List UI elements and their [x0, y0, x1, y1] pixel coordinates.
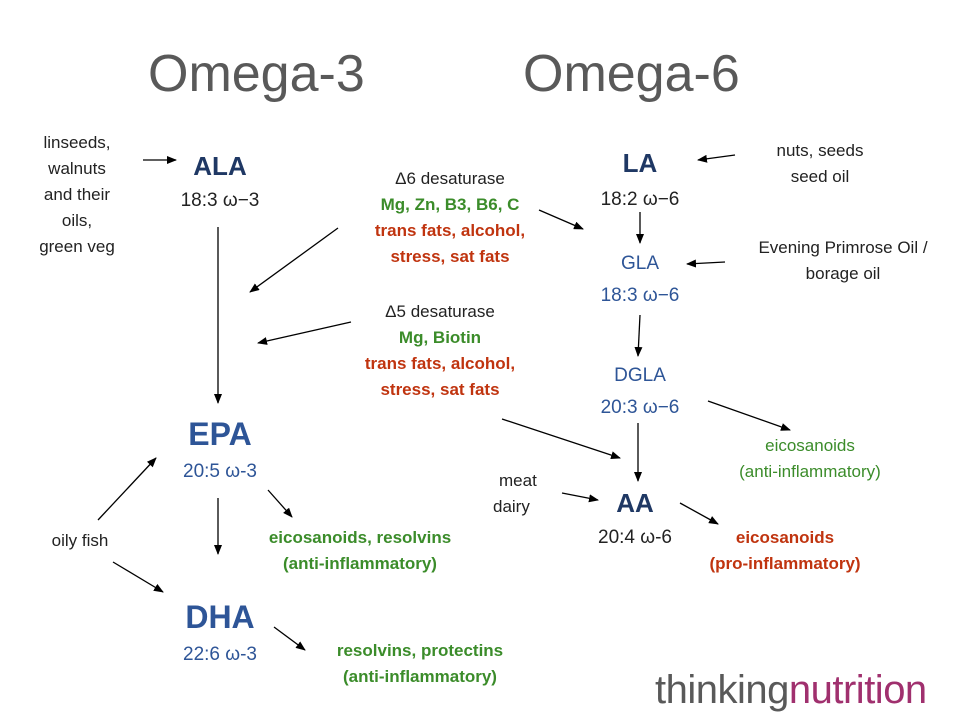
epa-name: EPA: [188, 416, 252, 452]
aa-products-line: (pro-inflammatory): [709, 554, 861, 573]
la-formula: 18:2 ω−6: [600, 189, 680, 210]
dha-products: resolvins, protectins (anti-inflammatory…: [305, 638, 535, 690]
d5-desaturase-name: Δ5 desaturase: [385, 302, 495, 321]
ala-source-line: walnuts: [48, 159, 106, 178]
d5-inhibitors-line: stress, sat fats: [380, 380, 500, 399]
d5-desaturase-block: Δ5 desaturase Mg, Biotin trans fats, alc…: [330, 299, 550, 403]
gla-source-line: borage oil: [805, 264, 881, 283]
dgla-products: eicosanoids (anti-inflammatory): [705, 433, 915, 485]
dha-products-line: (anti-inflammatory): [343, 667, 497, 686]
d6-inhibitors-line: stress, sat fats: [390, 247, 510, 266]
arrow-epa-to-products: [267, 489, 293, 518]
aa-sources: meat dairy: [493, 468, 553, 520]
gla-source-line: Evening Primrose Oil /: [758, 238, 928, 257]
ala-source-line: oils,: [61, 211, 93, 230]
epa-products-line: eicosanoids, resolvins: [268, 528, 452, 547]
arrow-dha-to-products: [273, 626, 306, 651]
aa-name: AA: [616, 488, 654, 518]
aa-source-line: dairy: [493, 497, 530, 516]
arrow-gla-to-dgla: [634, 314, 643, 357]
arrow-aa-to-products: [679, 502, 719, 525]
arrow-d6-to-gla: [538, 209, 584, 230]
arrow-oilyfish-to-epa: [97, 457, 157, 521]
arrow-d6-to-omega3: [249, 227, 339, 293]
dgla-formula: 20:3 ω−6: [600, 397, 680, 418]
dgla-products-line: eicosanoids: [765, 436, 855, 455]
d6-desaturase-block: Δ6 desaturase Mg, Zn, B3, B6, C trans fa…: [340, 166, 560, 270]
omega3-title: Omega-3: [148, 45, 365, 103]
arrow-d5-to-aa: [501, 418, 621, 459]
arrow-d5-to-omega3: [257, 321, 352, 345]
aa-formula: 20:4 ω-6: [598, 527, 672, 548]
ala-source-line: and their: [43, 185, 111, 204]
aa-source-line: meat: [499, 471, 537, 490]
la-name: LA: [622, 148, 658, 178]
d6-cofactors: Mg, Zn, B3, B6, C: [380, 195, 520, 214]
aa-products-line: eicosanoids: [735, 528, 835, 547]
dha-formula: 22:6 ω-3: [183, 644, 257, 665]
d6-inhibitors-line: trans fats, alcohol,: [374, 221, 526, 240]
dgla-name: DGLA: [614, 365, 666, 386]
arrow-gla-sources-to-gla: [686, 259, 726, 268]
aa-products: eicosanoids (pro-inflammatory): [680, 525, 890, 577]
dgla-products-line: (anti-inflammatory): [739, 462, 881, 481]
la-source-line: seed oil: [790, 167, 850, 186]
gla-formula: 18:3 ω−6: [600, 285, 680, 306]
omega6-title: Omega-6: [523, 45, 740, 103]
d5-inhibitors-line: trans fats, alcohol,: [364, 354, 516, 373]
la-source-line: nuts, seeds: [776, 141, 864, 160]
arrow-dgla-to-products: [707, 400, 791, 431]
logo-part-nutrition: nutrition: [788, 668, 927, 712]
ala-sources: linseeds, walnuts and their oils, green …: [22, 130, 132, 260]
oily-fish-label: oily fish: [51, 531, 109, 550]
gla-name: GLA: [620, 253, 660, 274]
logo-part-thinking: thinking: [655, 668, 789, 712]
epa-products-line: (anti-inflammatory): [283, 554, 437, 573]
gla-sources: Evening Primrose Oil / borage oil: [728, 235, 958, 287]
thinkingnutrition-logo: thinkingnutrition: [655, 668, 927, 713]
arrow-la-sources-to-la: [697, 154, 736, 163]
ala-name: ALA: [193, 151, 247, 181]
ala-source-line: linseeds,: [43, 133, 111, 152]
epa-products: eicosanoids, resolvins (anti-inflammator…: [245, 525, 475, 577]
la-sources: nuts, seeds seed oil: [755, 138, 885, 190]
d6-desaturase-name: Δ6 desaturase: [395, 169, 505, 188]
dha-products-line: resolvins, protectins: [336, 641, 504, 660]
ala-formula: 18:3 ω−3: [180, 190, 260, 211]
ala-source-line: green veg: [39, 237, 115, 256]
arrow-meat-to-aa: [561, 492, 599, 503]
arrow-oilyfish-to-dha: [112, 561, 164, 593]
epa-formula: 20:5 ω-3: [183, 461, 257, 482]
dha-name: DHA: [185, 599, 255, 635]
d5-cofactors: Mg, Biotin: [398, 328, 482, 347]
